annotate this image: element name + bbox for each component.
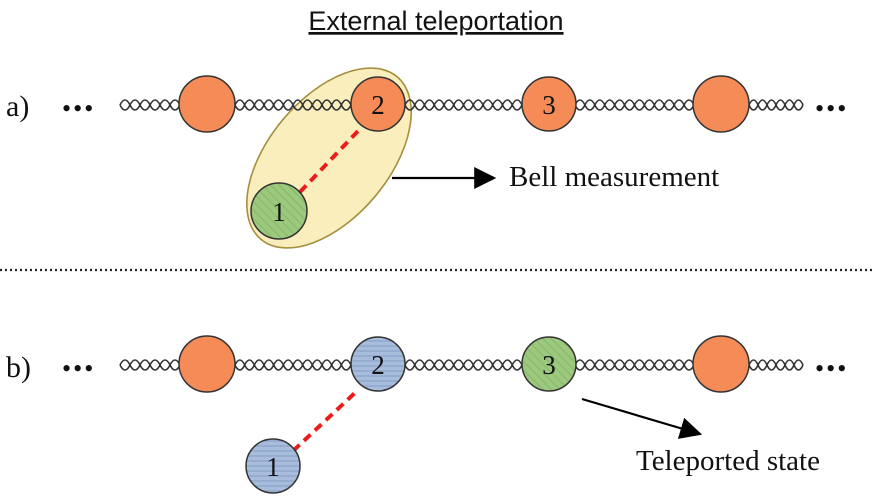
entanglement-link-a: [404, 99, 523, 111]
entanglement-link-b: [574, 359, 695, 371]
entanglement-link-b: [748, 359, 804, 371]
arrow-down-right-icon: [581, 397, 703, 439]
entanglement-link-a: [748, 99, 804, 111]
bell-measurement-ellipse: [246, 67, 412, 249]
node-1-b: [245, 438, 301, 494]
node-3-b-label: 3: [542, 350, 556, 380]
ellipsis-right-a: •••: [815, 94, 848, 123]
node-3-a-label: 3: [542, 90, 556, 120]
node-2-a: [350, 76, 406, 132]
node-1-b-label: 1: [266, 452, 280, 482]
entanglement-link-a: [119, 99, 181, 111]
node-orange: [178, 75, 236, 133]
entanglement-link-a: [234, 99, 352, 111]
entanglement-link-b: [404, 359, 523, 371]
ellipsis-right-b: •••: [815, 354, 848, 383]
entanglement-link-b: [234, 359, 352, 371]
panel-b-label: b): [6, 351, 31, 384]
entanglement-link-a: [574, 99, 695, 111]
page-title: External teleportation: [308, 6, 563, 36]
node-1-a-label: 1: [272, 197, 286, 227]
node-3-b: [521, 336, 577, 392]
panel-a: a) ••• ••• 2 3 1 Bell measurement: [6, 67, 848, 249]
node-2-b: [350, 336, 406, 392]
red-dashed-link-b: [291, 388, 360, 453]
ellipsis-left-a: •••: [62, 94, 95, 123]
entanglement-link-b: [119, 359, 181, 371]
node-2-a-label: 2: [371, 90, 385, 120]
node-orange: [692, 335, 750, 393]
bell-measurement-label: Bell measurement: [509, 161, 719, 193]
panel-b: b) ••• ••• 2 3 1 Teleported state: [6, 335, 848, 494]
node-orange: [692, 75, 750, 133]
ellipsis-left-b: •••: [62, 354, 95, 383]
node-3-a: [521, 76, 577, 132]
teleported-state-label: Teleported state: [636, 445, 820, 477]
node-orange: [178, 335, 236, 393]
panel-a-label: a): [6, 90, 29, 123]
node-1-a: [250, 182, 308, 240]
node-2-b-label: 2: [371, 350, 385, 380]
